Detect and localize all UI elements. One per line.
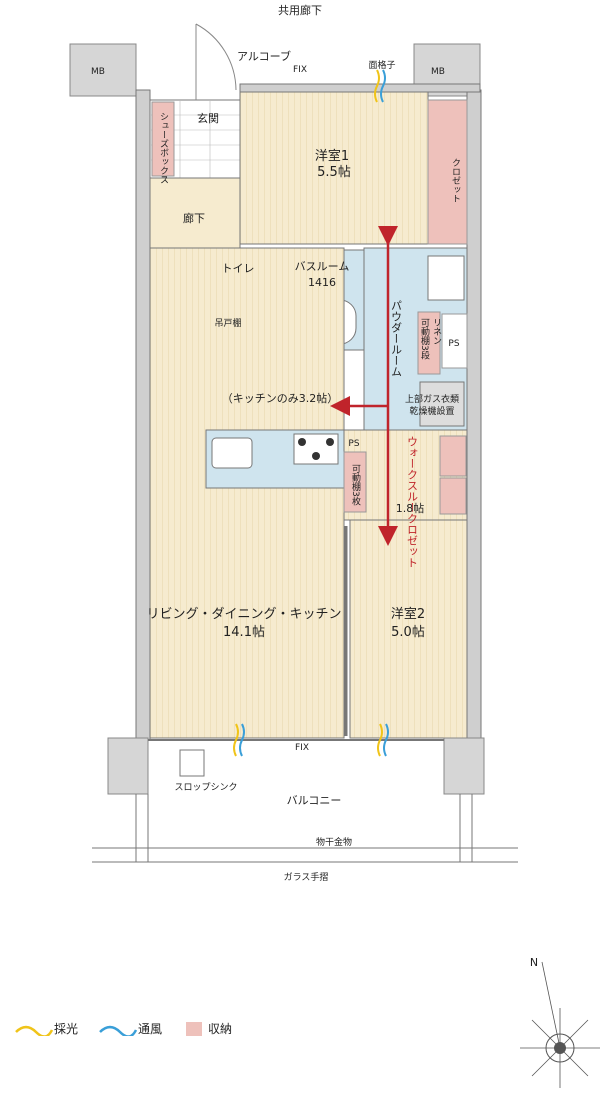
labels: 共用廊下 アルコーブ FIX 面格子 MB MB 玄関 シューズボックス 洋室1… [91,3,538,969]
circulation-arrows [330,226,398,546]
entrance-area [149,99,241,179]
legend: 採光 通風 収納 [14,1018,274,1040]
washbasin [427,255,465,301]
clothes-rail-label: 物干金物 [316,836,352,848]
bath-label: バスルーム [295,260,350,273]
mb-right-label: MB [431,67,445,77]
bedroom2-floor [349,519,468,739]
bedroom1-size: 5.5帖 [317,165,351,180]
mb-block-left [69,43,137,97]
ps-label-2: PS [348,439,359,449]
shoebox-label: シューズボックス [158,112,169,184]
balcony-label: バルコニー [287,794,342,807]
adjustable3-label: 可動棚3段 [419,318,430,361]
ldk-label: リビング・ダイニング・キッチン [146,607,341,622]
light-legend-icon [15,1025,54,1036]
wic-storage-1 [439,435,467,477]
ps-label-1: PS [448,339,459,349]
legend-storage: 収納 [208,1022,233,1036]
grille-label: 面格子 [368,59,395,71]
dryer [419,381,465,427]
slop-sink-label: スロップシンク [174,782,237,793]
stove-burners [298,438,334,460]
wall-right [466,89,482,741]
ldk-floor [149,247,345,739]
fix-top-label: FIX [293,65,307,75]
bedroom2-label: 洋室2 [391,606,425,622]
storage-legend-swatch [186,1022,202,1036]
glass-rail-label: ガラス手摺 [284,871,329,883]
wall-top-right [239,83,481,93]
entrance-door [195,23,237,100]
entrance-label: 玄関 [197,111,219,125]
shoebox-storage [151,101,175,177]
ps-shaft [441,313,468,369]
corridor-label: 共用廊下 [278,3,322,17]
adjustable-shelf [343,451,367,513]
linen-shelf [417,311,441,375]
bedroom2-size: 5.0帖 [391,625,425,640]
alcove-label: アルコーブ [237,49,291,63]
balcony [92,737,518,863]
wic-storage-2 [439,477,467,515]
powder-label: パウダールーム [390,300,403,377]
kitchen-note: （キッチンのみ3.2帖） [222,392,339,405]
kitchen-sink [211,437,253,469]
legend-wind: 通風 [138,1022,163,1036]
light-wind-marks [233,69,389,757]
bedroom1-floor [239,91,429,245]
hanging-shelf-label: 吊戸棚 [214,317,241,329]
ldk-size: 14.1帖 [223,625,265,640]
legend-light: 採光 [54,1022,79,1036]
wic-label: ウォークスルークロゼット [406,436,419,568]
wic-size: 1.8帖 [396,502,425,515]
wall-left [135,89,151,741]
bath-size: 1416 [308,276,336,289]
north-label: N [530,956,538,969]
adjustable-shelf-label: 可動棚3枚 [350,464,361,507]
fix-bottom-label: FIX [295,743,309,753]
compass-icon [520,961,600,1088]
bedroom1-closet [427,99,468,245]
bedroom1-label: 洋室1 [315,148,349,164]
toilet-label: トイレ [222,262,255,275]
linen-label: リネン [431,318,442,345]
dryer-label-2: 乾燥機設置 [409,405,454,417]
dryer-label-1: 上部ガス衣類 [405,393,459,405]
wind-legend-icon [99,1025,138,1036]
hall-label: 廊下 [183,211,205,225]
closet-label: クロゼット [450,158,461,203]
mb-left-label: MB [91,67,105,77]
